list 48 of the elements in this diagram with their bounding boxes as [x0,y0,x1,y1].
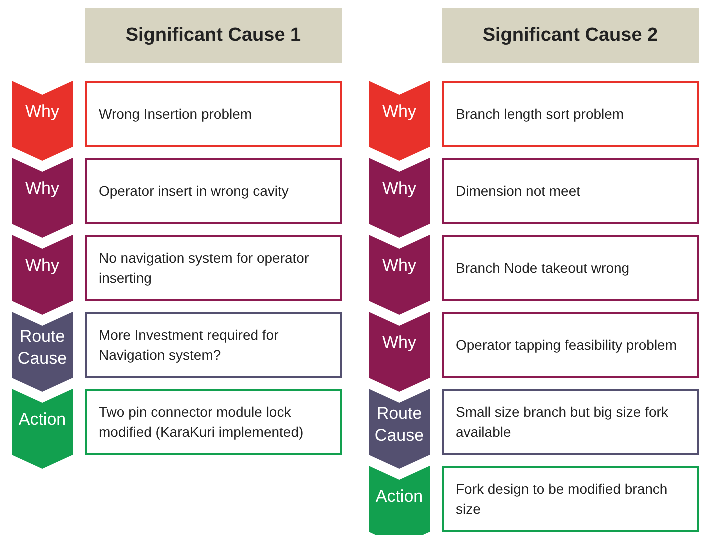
step-badge [12,158,73,238]
column-header [85,8,342,63]
step-label: Why [382,178,418,200]
step-label: Action [18,409,68,431]
column-header [442,8,699,63]
step-badge [12,81,73,161]
cause-text: Wrong Insertion problem [99,105,252,124]
step-badge [369,158,430,238]
cause-text: More Investment required for Navigation system? [99,326,280,365]
cause-box [442,235,699,301]
header-text: Significant Cause 1 [126,24,302,46]
cause-box [85,81,342,147]
step-badge [12,312,73,392]
cause-text: Dimension not meet [456,182,581,201]
step-label: Route Cause [374,403,426,447]
step-badge [369,235,430,315]
step-label: Why [24,101,60,123]
cause-box [442,81,699,147]
cause-box [442,312,699,378]
step-badge [369,466,430,535]
step-badge [12,235,73,315]
cause-box [85,312,342,378]
step-label: Why [382,332,418,354]
cause-box [85,235,342,301]
step-badge [369,312,430,392]
cause-text: Fork design to be modified branch size [456,480,669,519]
header-text: Significant Cause 2 [482,24,658,46]
step-label: Why [382,101,418,123]
step-label: Why [24,255,60,277]
cause-text: Branch length sort problem [456,105,624,124]
step-label: Route Cause [16,326,68,370]
cause-text: Operator tapping feasibility problem [456,336,678,355]
step-label: Why [24,178,60,200]
cause-box [442,158,699,224]
cause-text: Small size branch but big size fork available [456,403,670,442]
cause-text: Two pin connector module lock modified (KaraKuri implemented) [99,403,305,442]
step-badge [369,81,430,161]
cause-box [85,389,342,455]
cause-text: No navigation system for operator inserting [99,249,310,288]
cause-text: Operator insert in wrong cavity [99,182,289,201]
cause-box [85,158,342,224]
step-label: Why [382,255,418,277]
step-badge [369,389,430,469]
cause-box [442,466,699,532]
cause-box [442,389,699,455]
cause-text: Branch Node takeout wrong [456,259,630,278]
step-label: Action [374,486,424,508]
step-badge [12,389,73,469]
